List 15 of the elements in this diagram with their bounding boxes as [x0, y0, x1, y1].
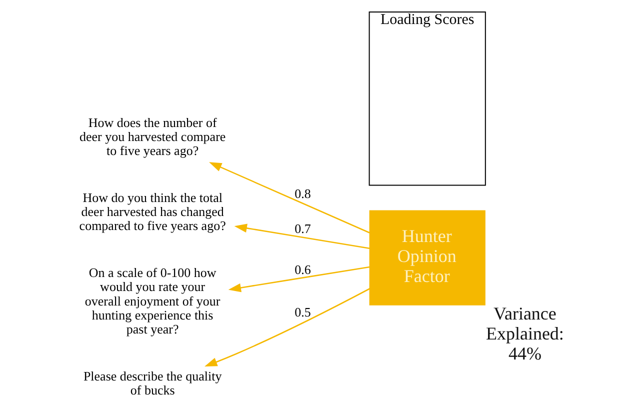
node-label: Variance Explained: 44% — [486, 303, 564, 364]
edge-label: 0.5 — [294, 304, 311, 320]
arrow — [234, 224, 370, 250]
node-text: How do you think the total deer harvested has changed compared to five years ago? — [79, 190, 226, 234]
edge-label: 0.7 — [294, 221, 311, 236]
node-text: Please describe the quality of bucks — [83, 368, 222, 398]
node-text: On a scale of 0-100 how would you rate your overall enjoyment of your hunting experience this past year? — [84, 265, 220, 336]
arrow — [204, 288, 370, 366]
node-box: Loading Scores — [368, 12, 486, 186]
edge-label: 0.8 — [294, 186, 311, 202]
node-box: Hunter Opinion Factor — [369, 210, 486, 306]
arrow — [228, 266, 370, 292]
arrow — [209, 162, 370, 234]
edge-label: 0.6 — [294, 262, 311, 278]
node-text: How does the number of deer you harvested compare to five years ago? — [79, 115, 226, 158]
